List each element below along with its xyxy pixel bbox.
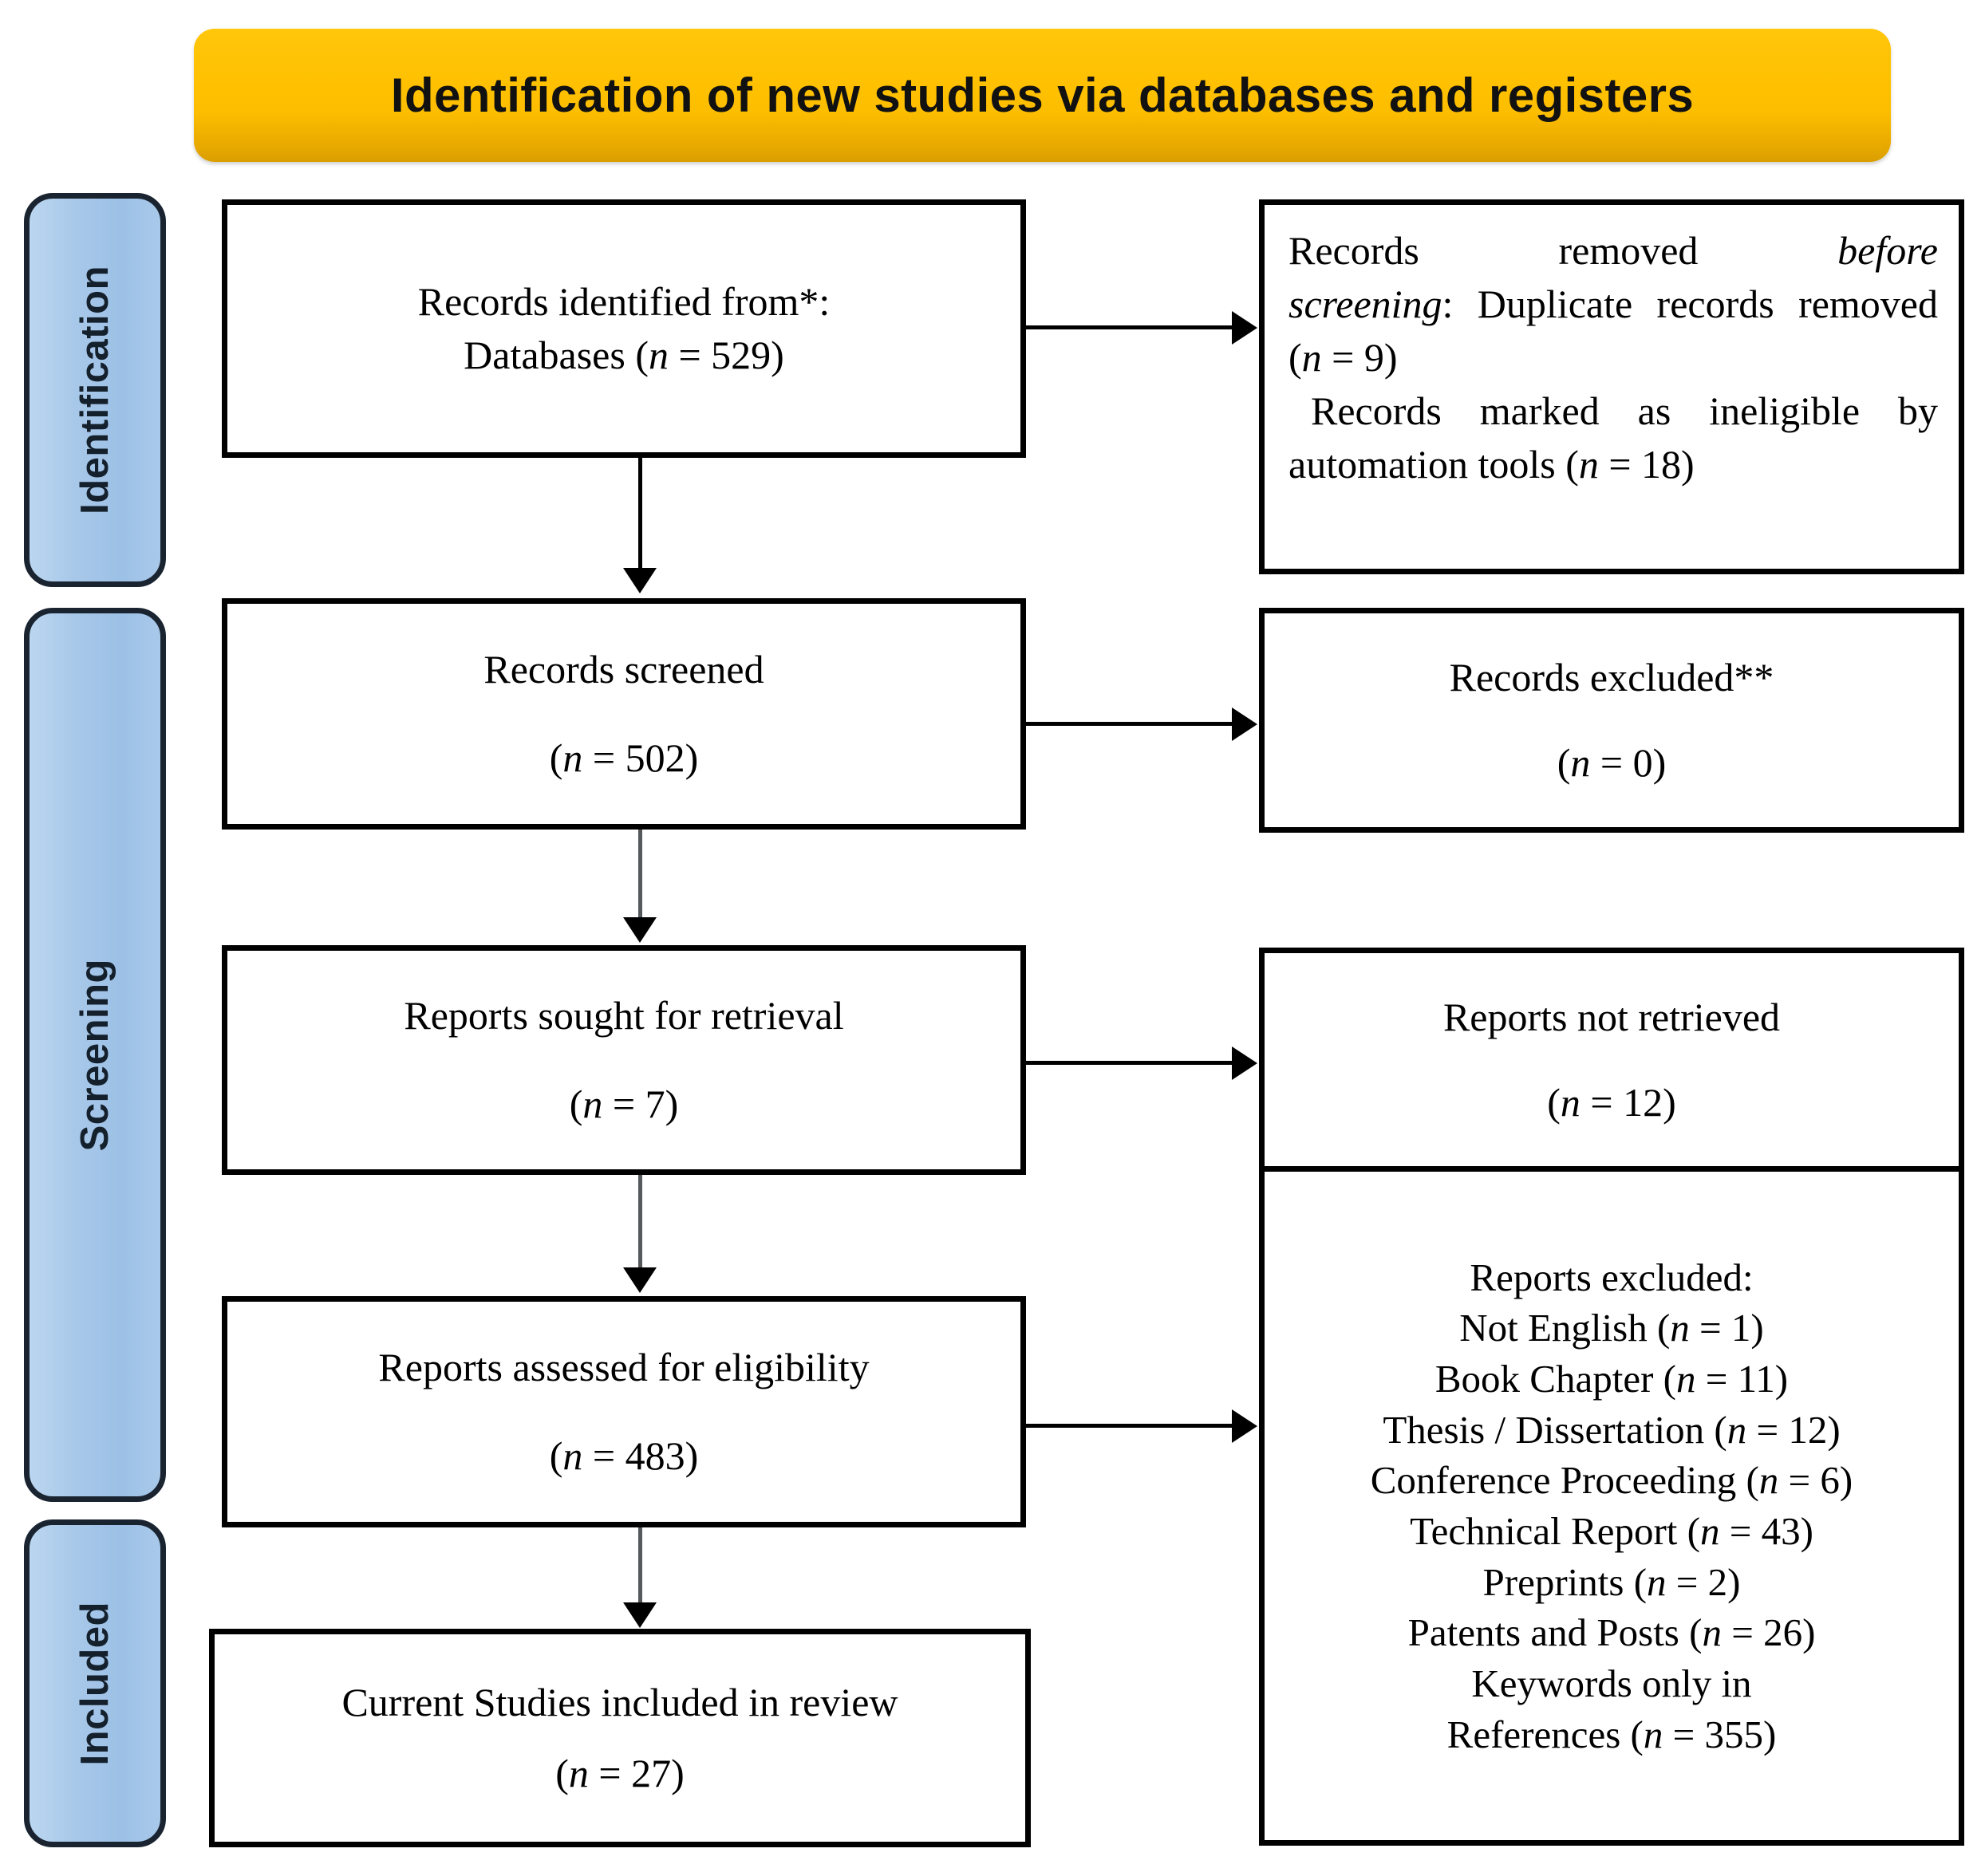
arrowhead-assessed-to-included bbox=[623, 1602, 657, 1628]
reports-excluded-keywords-value: = 355) bbox=[1663, 1712, 1777, 1756]
reports-excluded-heading: Reports excluded: bbox=[1470, 1255, 1754, 1299]
reports-excluded-item-2-n: n bbox=[1727, 1407, 1747, 1452]
studies-included-prefix: ( bbox=[555, 1751, 569, 1795]
reports-excluded-item-4-n: n bbox=[1699, 1509, 1720, 1553]
reports-excluded-item-1-n: n bbox=[1675, 1356, 1696, 1401]
records-screened-n: n bbox=[562, 735, 583, 780]
reports-sought-label: Reports sought for retrieval bbox=[404, 993, 844, 1038]
records-screened-label: Records screened bbox=[483, 647, 764, 692]
reports-excluded-item-6-label: Patents and Posts ( bbox=[1407, 1610, 1703, 1655]
records-removed-dup-n: n bbox=[1301, 335, 1322, 380]
reports-excluded-item-2-label: Thesis / Dissertation ( bbox=[1383, 1407, 1727, 1452]
arrowhead-screened-to-sought bbox=[623, 917, 657, 943]
reports-not-retrieved-prefix: ( bbox=[1547, 1080, 1561, 1125]
reports-excluded-item-5-label: Preprints ( bbox=[1482, 1559, 1648, 1604]
arrowhead-sought-to-assessed bbox=[623, 1267, 657, 1293]
records-removed-screening: screening bbox=[1288, 282, 1442, 326]
records-screened-prefix: ( bbox=[549, 735, 563, 780]
reports-excluded-item-1-value: = 11) bbox=[1695, 1356, 1789, 1401]
reports-assessed-prefix: ( bbox=[549, 1433, 563, 1478]
box-reports-excluded: Reports excluded: Not English (n = 1) Bo… bbox=[1259, 1166, 1964, 1846]
records-excluded-label: Records excluded** bbox=[1449, 655, 1774, 700]
reports-sought-prefix: ( bbox=[569, 1082, 583, 1126]
records-removed-before: before bbox=[1837, 228, 1938, 273]
reports-not-retrieved-value: = 12) bbox=[1580, 1080, 1676, 1125]
reports-excluded-item-5-n: n bbox=[1647, 1559, 1667, 1604]
arrowhead-sought-to-not-retrieved bbox=[1232, 1046, 1257, 1080]
connector-screened-to-excluded bbox=[1026, 722, 1233, 726]
box-records-identified: Records identified from*: Databases (n =… bbox=[222, 199, 1026, 458]
reports-excluded-keywords-n: n bbox=[1643, 1712, 1663, 1756]
reports-assessed-value: = 483) bbox=[582, 1433, 699, 1478]
reports-assessed-n: n bbox=[562, 1433, 583, 1478]
studies-included-label: Current Studies included in review bbox=[341, 1680, 898, 1724]
arrowhead-assessed-to-reports-excluded bbox=[1232, 1409, 1257, 1443]
reports-excluded-item-0-n: n bbox=[1670, 1306, 1690, 1350]
stage-label-screening-text: Screening bbox=[73, 958, 116, 1152]
diagram-title-banner: Identification of new studies via databa… bbox=[194, 29, 1891, 162]
box-records-removed: Records removed before screening: Duplic… bbox=[1259, 199, 1964, 574]
box-reports-assessed: Reports assessed for eligibility (n = 48… bbox=[222, 1296, 1026, 1527]
diagram-title: Identification of new studies via databa… bbox=[390, 69, 1695, 122]
box-records-screened: Records screened (n = 502) bbox=[222, 598, 1026, 830]
records-screened-value: = 502) bbox=[582, 735, 699, 780]
connector-assessed-to-reports-excluded bbox=[1026, 1424, 1233, 1428]
box-records-excluded: Records excluded** (n = 0) bbox=[1259, 608, 1964, 833]
stage-label-identification: Identification bbox=[24, 193, 166, 587]
studies-included-value: = 27) bbox=[588, 1751, 685, 1795]
reports-excluded-item-6-value: = 26) bbox=[1721, 1610, 1816, 1655]
reports-not-retrieved-label: Reports not retrieved bbox=[1442, 995, 1781, 1039]
stage-label-included: Included bbox=[24, 1519, 166, 1847]
reports-sought-value: = 7) bbox=[602, 1082, 679, 1126]
connector-assessed-to-included bbox=[638, 1527, 642, 1604]
records-ineligible-n: n bbox=[1578, 442, 1599, 487]
reports-sought-n: n bbox=[582, 1082, 603, 1126]
arrowhead-identified-to-removed bbox=[1232, 311, 1257, 345]
reports-assessed-label: Reports assessed for eligibility bbox=[378, 1345, 870, 1389]
box-reports-not-retrieved: Reports not retrieved (n = 12) bbox=[1259, 948, 1964, 1172]
reports-excluded-item-3-label: Conference Proceeding ( bbox=[1370, 1458, 1759, 1503]
reports-excluded-item-4-value: = 43) bbox=[1719, 1509, 1813, 1553]
connector-sought-to-not-retrieved bbox=[1026, 1061, 1233, 1065]
reports-excluded-keywords-label: References ( bbox=[1446, 1712, 1644, 1756]
stage-label-included-text: Included bbox=[73, 1601, 116, 1766]
records-ineligible-label: Records marked as ineligible by automati… bbox=[1288, 388, 1938, 487]
stage-label-identification-text: Identification bbox=[73, 266, 116, 514]
records-removed-dup-value: = 9) bbox=[1321, 335, 1398, 380]
arrowhead-screened-to-excluded bbox=[1232, 707, 1257, 741]
records-excluded-value: = 0) bbox=[1590, 740, 1667, 785]
reports-not-retrieved-n: n bbox=[1560, 1080, 1581, 1125]
box-studies-included: Current Studies included in review (n = … bbox=[209, 1629, 1031, 1847]
reports-excluded-keywords-line1: Keywords only in bbox=[1471, 1661, 1752, 1706]
records-identified-db-prefix: Databases ( bbox=[464, 333, 649, 377]
records-identified-db-value: = 529) bbox=[668, 333, 784, 377]
records-identified-db-n: n bbox=[648, 333, 669, 377]
connector-screened-to-sought bbox=[638, 830, 642, 919]
arrowhead-identified-to-screened bbox=[623, 568, 657, 593]
stage-label-screening: Screening bbox=[24, 608, 166, 1502]
reports-excluded-item-4-label: Technical Report ( bbox=[1410, 1509, 1700, 1553]
connector-identified-to-removed bbox=[1026, 325, 1233, 329]
records-identified-line1: Records identified from*: bbox=[417, 279, 831, 324]
records-ineligible-value: = 18) bbox=[1598, 442, 1695, 487]
reports-excluded-item-3-n: n bbox=[1758, 1458, 1779, 1503]
reports-excluded-item-2-value: = 12) bbox=[1746, 1407, 1841, 1452]
reports-excluded-item-5-value: = 2) bbox=[1666, 1559, 1741, 1604]
records-excluded-prefix: ( bbox=[1557, 740, 1571, 785]
records-excluded-n: n bbox=[1570, 740, 1591, 785]
reports-excluded-item-6-n: n bbox=[1702, 1610, 1722, 1655]
box-reports-sought: Reports sought for retrieval (n = 7) bbox=[222, 945, 1026, 1175]
reports-excluded-item-0-value: = 1) bbox=[1689, 1306, 1764, 1350]
connector-identified-to-screened bbox=[638, 458, 642, 570]
records-removed-dup-label: : Duplicate records removed ( bbox=[1288, 282, 1938, 380]
reports-excluded-item-1-label: Book Chapter ( bbox=[1434, 1356, 1676, 1401]
records-removed-seg1: Records removed bbox=[1288, 228, 1838, 273]
connector-sought-to-assessed bbox=[638, 1175, 642, 1269]
studies-included-n: n bbox=[568, 1751, 589, 1795]
reports-excluded-item-3-value: = 6) bbox=[1778, 1458, 1853, 1503]
reports-excluded-item-0-label: Not English ( bbox=[1459, 1306, 1671, 1350]
